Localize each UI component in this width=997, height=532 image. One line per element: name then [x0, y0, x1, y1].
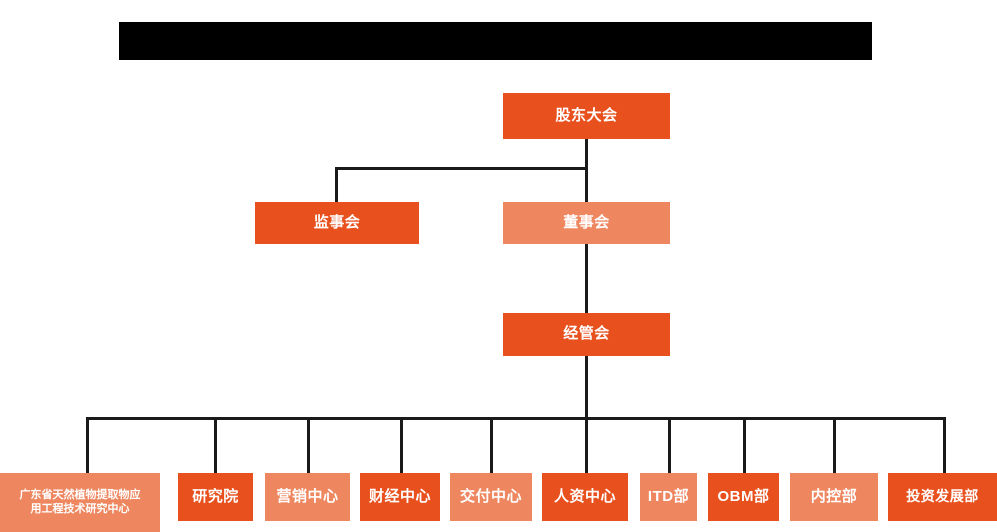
- connector-board-down: [585, 167, 588, 203]
- department-box-itd[interactable]: ITD部: [640, 473, 697, 521]
- node-board-of-directors[interactable]: 董事会: [503, 202, 670, 244]
- department-box-investment-development[interactable]: 投资发展部: [888, 473, 997, 521]
- node-supervisory-board[interactable]: 监事会: [255, 202, 419, 244]
- node-shareholders-meeting[interactable]: 股东大会: [503, 93, 670, 139]
- department-box-obm[interactable]: OBM部: [708, 473, 779, 521]
- department-box-marketing-center[interactable]: 营销中心: [265, 473, 350, 521]
- department-box-finance-center[interactable]: 财经中心: [360, 473, 440, 521]
- connector-drop-3: [307, 417, 310, 473]
- connector-drop-8: [743, 417, 746, 473]
- connector-management-down: [585, 356, 588, 473]
- connector-department-bus: [86, 417, 946, 420]
- connector-supervisory-down: [335, 167, 338, 203]
- department-label-line2: 用工程技术研究中心: [30, 502, 130, 515]
- connector-drop-7: [668, 417, 671, 473]
- department-box-hr-center[interactable]: 人资中心: [542, 473, 628, 521]
- connector-shareholders-down: [585, 139, 588, 170]
- redacted-title-banner: [119, 22, 872, 60]
- connector-board-to-management: [585, 243, 588, 313]
- department-box-research-institute[interactable]: 研究院: [178, 473, 253, 521]
- connector-drop-1: [86, 417, 89, 473]
- connector-drop-10: [943, 417, 946, 473]
- node-management-committee[interactable]: 经管会: [503, 313, 670, 356]
- department-box-guangdong-research-center[interactable]: 广东省天然植物提取物应 用工程技术研究中心: [0, 473, 160, 532]
- connector-drop-2: [214, 417, 217, 473]
- connector-branch-bus-top: [335, 167, 588, 170]
- department-label-line1: 广东省天然植物提取物应: [19, 488, 141, 501]
- department-box-internal-control[interactable]: 内控部: [790, 473, 878, 521]
- connector-drop-5: [490, 417, 493, 473]
- connector-drop-9: [833, 417, 836, 473]
- department-box-delivery-center[interactable]: 交付中心: [450, 473, 532, 521]
- connector-drop-4: [400, 417, 403, 473]
